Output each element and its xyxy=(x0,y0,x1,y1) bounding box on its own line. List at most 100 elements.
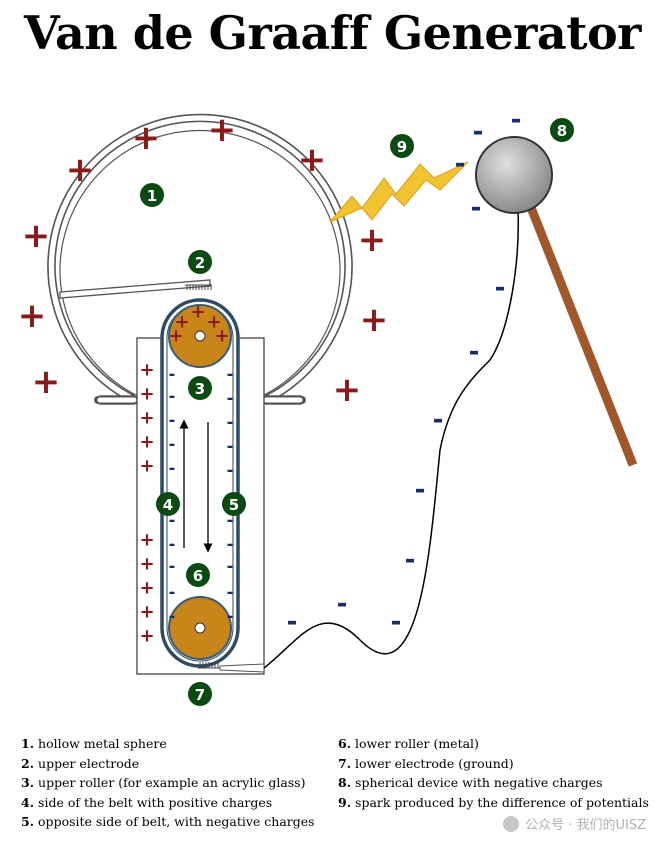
plus-sign: + xyxy=(139,408,154,429)
label-marker-4: 4 xyxy=(156,492,180,516)
label-marker-number: 7 xyxy=(195,686,205,704)
legend-text: upper roller (for example an acrylic gla… xyxy=(34,775,306,790)
plus-sign: + xyxy=(139,432,154,453)
legend-item: 4. side of the belt with positive charge… xyxy=(21,793,315,813)
label-marker-number: 9 xyxy=(397,138,407,156)
watermark: 公众号 · 我们的UISZ xyxy=(503,814,646,833)
discharge-rod xyxy=(523,198,638,467)
plus-sign: + xyxy=(139,530,154,551)
minus-sign: - xyxy=(169,583,176,602)
minus-sign: - xyxy=(169,535,176,554)
minus-sign: - xyxy=(169,411,176,430)
minus-sign: - xyxy=(227,583,234,602)
minus-sign: - xyxy=(391,607,402,637)
plus-sign: + xyxy=(139,360,154,381)
legend-text: lower roller (metal) xyxy=(351,736,479,751)
minus-sign: - xyxy=(227,607,234,626)
lower-electrode-comb xyxy=(198,662,220,669)
legend-number: 9. xyxy=(338,794,352,810)
label-marker-number: 2 xyxy=(195,254,205,272)
legend-text: spherical device with negative charges xyxy=(351,775,603,790)
plus-sign: + xyxy=(22,216,51,256)
legend-item: 6. lower roller (metal) xyxy=(338,734,649,754)
minus-sign: - xyxy=(169,387,176,406)
label-marker-circle xyxy=(188,250,212,274)
legend-number: 1. xyxy=(21,736,35,751)
label-marker-circle xyxy=(188,376,212,400)
plus-sign: + xyxy=(139,602,154,623)
lower-roller-axle xyxy=(194,622,206,634)
minus-sign: - xyxy=(169,435,176,454)
ground-wire xyxy=(263,209,519,669)
minus-sign: - xyxy=(405,545,416,575)
minus-sign: - xyxy=(227,437,234,456)
minus-sign: - xyxy=(227,389,234,408)
negative-charges-belt: --------------------- xyxy=(169,365,234,626)
plus-sign: + xyxy=(139,578,154,599)
positive-charges-belt: + + + + + + + + + + xyxy=(139,360,154,647)
plus-sign: + xyxy=(139,384,154,405)
minus-sign: - xyxy=(227,461,234,480)
legend-text: side of the belt with positive charges xyxy=(34,794,273,810)
label-marker-6: 6 xyxy=(186,563,210,587)
minus-sign: - xyxy=(469,337,480,367)
label-marker-3: 3 xyxy=(188,376,212,400)
legend-item: 2. upper electrode xyxy=(21,754,315,774)
plus-sign: + xyxy=(139,554,154,575)
minus-sign: - xyxy=(227,413,234,432)
minus-sign: - xyxy=(337,589,348,619)
plus-sign: + xyxy=(208,110,237,150)
label-marker-number: 3 xyxy=(195,380,205,398)
label-marker-9: 9 xyxy=(390,134,414,158)
minus-sign: - xyxy=(169,557,176,576)
positive-charges-outer: + + + + + + + + + + xyxy=(18,110,389,410)
page-title: Van de Graaff Generator xyxy=(24,6,641,60)
negative-charges-outer: ------------ xyxy=(287,105,522,637)
legend-text: opposite side of belt, with negative cha… xyxy=(34,814,315,829)
legend-item: 5. opposite side of belt, with negative … xyxy=(21,812,315,832)
minus-sign: - xyxy=(227,365,234,384)
label-marker-number: 6 xyxy=(193,567,203,585)
upper-electrode-wire xyxy=(59,279,211,299)
legend-text: spark produced by the difference of pote… xyxy=(351,794,649,810)
label-marker-circle xyxy=(222,492,246,516)
label-marker-circle xyxy=(156,492,180,516)
spark xyxy=(329,161,469,223)
positive-charges-roller: +++++ xyxy=(168,302,229,347)
plus-sign: + xyxy=(32,362,61,402)
minus-sign: - xyxy=(511,105,522,135)
label-marker-circle xyxy=(186,563,210,587)
legend-text: hollow metal sphere xyxy=(34,736,167,751)
label-marker-2: 2 xyxy=(188,250,212,274)
legend-item: 1. hollow metal sphere xyxy=(21,734,315,754)
label-marker-number: 5 xyxy=(229,496,239,514)
minus-sign: - xyxy=(471,193,482,223)
plus-sign: + xyxy=(214,326,229,347)
minus-sign: - xyxy=(169,365,176,384)
label-marker-circle xyxy=(390,134,414,158)
legend-right-column: 6. lower roller (metal)7. lower electrod… xyxy=(338,734,649,812)
plus-sign: + xyxy=(18,296,47,336)
label-marker-circle xyxy=(188,682,212,706)
generator-diagram: + + + + + + + + + + + + + + + + + + + + + + + + + - - - - - - - - - - - -… xyxy=(18,105,638,706)
minus-sign: - xyxy=(169,607,176,626)
plus-sign: + xyxy=(132,118,161,158)
plus-sign: + xyxy=(139,626,154,647)
legend-text: lower electrode (ground) xyxy=(351,755,514,771)
label-marker-number: 8 xyxy=(557,122,567,140)
legend-item: 7. lower electrode (ground) xyxy=(338,754,649,774)
legend-number: 4. xyxy=(21,794,35,810)
legend-item: 8. spherical device with negative charge… xyxy=(338,773,649,793)
label-marker-7: 7 xyxy=(188,682,212,706)
minus-sign: - xyxy=(287,607,298,637)
plus-sign: + xyxy=(298,140,327,180)
plus-sign: + xyxy=(333,370,362,410)
minus-sign: - xyxy=(227,535,234,554)
sphere-inner-line xyxy=(59,129,341,397)
plus-sign: + xyxy=(190,302,205,323)
minus-sign: - xyxy=(415,475,426,505)
legend-item: 9. spark produced by the difference of p… xyxy=(338,793,649,813)
plus-sign: + xyxy=(139,456,154,477)
